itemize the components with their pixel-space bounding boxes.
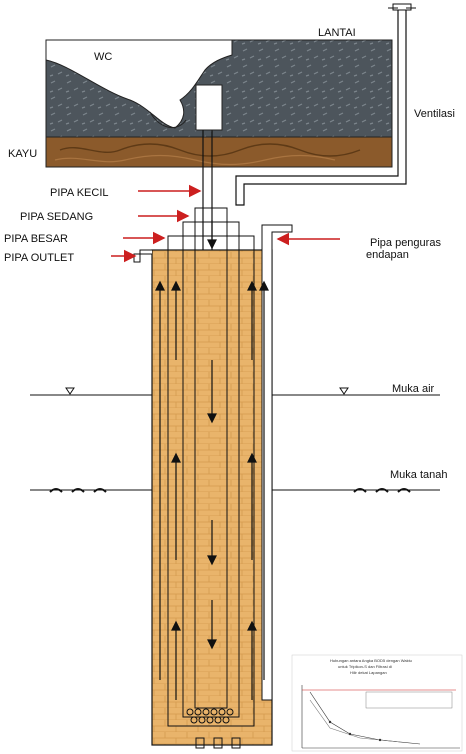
wood-layer	[45, 136, 393, 168]
endapan-label: endapan	[366, 249, 409, 261]
pipa-outlet-label: PIPA OUTLET	[4, 252, 74, 264]
pipa-besar-label: PIPA BESAR	[4, 233, 68, 245]
flow-arrow-down-4	[207, 600, 217, 650]
flow-arrows	[155, 220, 269, 700]
ventilasi-label: Ventilasi	[414, 108, 455, 120]
ground-level-line	[30, 488, 440, 493]
flow-arrow-up-left-3	[171, 620, 181, 700]
water-level-line	[30, 387, 440, 396]
flow-arrow-down-1	[207, 220, 217, 250]
flow-arrow-up-right-3	[247, 620, 257, 700]
flow-arrow-up-right-1	[247, 280, 257, 360]
muka-tanah-label: Muka tanah	[390, 469, 447, 481]
flow-arrow-down-2	[207, 360, 217, 424]
inset-title-1: Hubungan antara Angka BOD5 dengan Waktu	[330, 658, 412, 663]
inset-title-3: Hilir dekat Lapangan	[350, 670, 387, 675]
pipa-penguras-label: Pipa penguras	[370, 237, 441, 249]
inset-title-2: untuk Tripikon-S dan Filtrasi di	[338, 664, 392, 669]
inset-chart: Hubungan antara Angka BOD5 dengan Waktu …	[291, 654, 463, 752]
flow-arrow-up-left-1	[171, 280, 181, 360]
lantai-label: LANTAI	[318, 27, 356, 39]
flow-arrow-up-right-2	[247, 452, 257, 560]
flow-arrow-up-left-2	[171, 452, 181, 560]
label-arrows	[111, 184, 340, 263]
floor-slab	[45, 39, 393, 138]
kayu-label: KAYU	[8, 148, 37, 160]
flow-arrow-down-3	[207, 520, 217, 566]
pipa-kecil-label: PIPA KECIL	[50, 187, 109, 199]
flow-arrow-up-right-4	[259, 280, 269, 680]
flow-arrow-up-left-4	[155, 280, 165, 680]
muka-air-label: Muka air	[392, 383, 435, 395]
pipa-sedang-label: PIPA SEDANG	[20, 211, 93, 223]
wc-label: WC	[94, 51, 112, 63]
ventilation-pipe	[235, 3, 416, 206]
